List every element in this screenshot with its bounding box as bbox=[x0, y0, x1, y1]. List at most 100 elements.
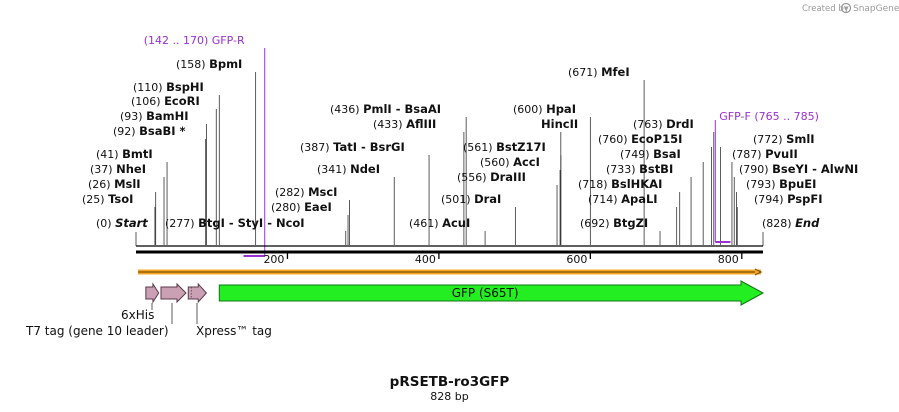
enzyme-label: (106) EcoRI bbox=[131, 94, 200, 108]
enzyme-name: BseYI - AlwNI bbox=[772, 162, 858, 176]
enzyme-site-pmli-bsaai[interactable]: (436) PmlI - BsaAI bbox=[330, 102, 467, 245]
enzyme-position: (692) bbox=[580, 217, 613, 230]
primer-name: GFP-F bbox=[719, 110, 754, 123]
enzyme-site-apali[interactable]: (714) ApaLI bbox=[588, 192, 678, 245]
enzyme-site-bslhkai[interactable]: (718) BslHKAI bbox=[578, 177, 681, 245]
enzyme-site-bsabi[interactable]: (92) BsaBI * bbox=[113, 124, 207, 245]
enzyme-site-msci[interactable]: (282) MscI bbox=[275, 185, 350, 245]
enzyme-name: BsaI bbox=[653, 147, 681, 161]
enzyme-label: (25) TsoI bbox=[82, 192, 133, 206]
enzyme-site-tsoi[interactable]: (25) TsoI bbox=[82, 192, 156, 245]
enzyme-site-pspfi[interactable]: (794) PspFI bbox=[736, 192, 823, 245]
enzyme-site-btgi-styi-ncoi[interactable]: (277) BtgI - StyI - NcoI bbox=[165, 216, 347, 245]
primer-gfp-r[interactable]: (142 .. 170) GFP-R bbox=[144, 34, 266, 257]
primer-gfp-f[interactable]: GFP-F (765 .. 785) bbox=[714, 110, 819, 243]
enzyme-position: (277) bbox=[165, 217, 198, 230]
feature-arrow-icon bbox=[160, 282, 187, 304]
enzyme-site-bstbi[interactable]: (733) BstBI bbox=[606, 162, 692, 245]
enzyme-position: (671) bbox=[568, 66, 601, 79]
enzyme-label: (0) Start bbox=[96, 216, 148, 230]
enzyme-site-bamhi[interactable]: (93) BamHI bbox=[120, 109, 207, 245]
enzyme-site-ndei[interactable]: (341) NdeI bbox=[317, 162, 395, 245]
enzyme-site-ecori[interactable]: (106) EcoRI bbox=[131, 94, 217, 245]
enzyme-label: (794) PspFI bbox=[754, 192, 823, 206]
enzyme-site-acci[interactable]: (560) AccI bbox=[480, 155, 561, 245]
enzyme-name: TsoI bbox=[108, 192, 133, 206]
enzyme-position: (436) bbox=[330, 103, 363, 116]
enzyme-label: (793) BpuEI bbox=[746, 177, 816, 191]
enzyme-name: AcuI bbox=[442, 216, 470, 230]
enzyme-label: (433) AflIII bbox=[373, 117, 436, 131]
enzyme-name: PmlI - BsaAI bbox=[363, 102, 441, 116]
enzyme-site-tati-bsrgi[interactable]: (387) TatI - BsrGI bbox=[300, 140, 430, 245]
enzyme-site-mfei[interactable]: (671) MfeI bbox=[568, 65, 645, 245]
feature-t7-tag-gene-10-leader[interactable]: T7 tag (gene 10 leader) bbox=[25, 282, 187, 338]
enzyme-site-smli[interactable]: (772) SmlI bbox=[720, 132, 815, 245]
enzyme-name: HpaI bbox=[546, 102, 576, 116]
enzyme-site-msli[interactable]: (26) MslI bbox=[88, 177, 157, 245]
enzyme-site-bmti[interactable]: (41) BmtI bbox=[96, 147, 168, 245]
enzyme-label: (110) BspHI bbox=[133, 80, 204, 94]
enzyme-site-end[interactable]: (828) End bbox=[762, 216, 820, 246]
enzyme-label: (714) ApaLI bbox=[588, 192, 658, 206]
primer-range: (765 .. 785) bbox=[754, 110, 819, 123]
map-title: pRSETB-ro3GFP bbox=[390, 374, 510, 390]
enzyme-site-nhei[interactable]: (37) NheI bbox=[90, 162, 165, 245]
enzyme-position: (282) bbox=[275, 186, 308, 199]
enzyme-site-bsai[interactable]: (749) BsaI bbox=[620, 147, 704, 245]
primer-label: (142 .. 170) GFP-R bbox=[144, 34, 245, 47]
enzyme-site-acui[interactable]: (461) AcuI bbox=[409, 216, 486, 245]
enzyme-site-ecop15i[interactable]: (760) EcoP15I bbox=[598, 132, 712, 245]
enzyme-site-hincii[interactable]: HincII bbox=[541, 117, 578, 245]
snapgene-logo-icon bbox=[840, 2, 852, 14]
enzyme-name: BstZ17I bbox=[496, 140, 546, 154]
enzyme-label: (277) BtgI - StyI - NcoI bbox=[165, 216, 305, 230]
enzyme-site-afliii[interactable]: (433) AflIII bbox=[373, 117, 465, 245]
feature-6xhis[interactable]: 6xHis bbox=[121, 282, 160, 322]
enzyme-position: (790) bbox=[739, 163, 772, 176]
enzyme-site-bseyi-alwni[interactable]: (790) BseYI - AlwNI bbox=[733, 162, 858, 245]
enzyme-label: (561) BstZ17I bbox=[463, 140, 546, 154]
enzyme-label: (556) DraIII bbox=[457, 170, 526, 184]
enzyme-position: (433) bbox=[373, 118, 406, 131]
enzyme-site-hpai[interactable]: (600) HpaI bbox=[513, 102, 591, 245]
enzyme-label: (282) MscI bbox=[275, 185, 337, 199]
enzyme-site-pvuii[interactable]: (787) PvuII bbox=[731, 147, 798, 245]
enzyme-site-bpuei[interactable]: (793) BpuEI bbox=[736, 177, 816, 245]
enzyme-position: (733) bbox=[606, 163, 639, 176]
enzyme-site-drai[interactable]: (501) DraI bbox=[441, 192, 516, 245]
enzyme-label: (760) EcoP15I bbox=[598, 132, 682, 146]
enzyme-position: (787) bbox=[732, 148, 765, 161]
enzyme-label: (93) BamHI bbox=[120, 109, 189, 123]
enzyme-position: (106) bbox=[131, 95, 164, 108]
enzyme-label: (26) MslI bbox=[88, 177, 141, 191]
enzyme-site-drdi[interactable]: (763) DrdI bbox=[633, 117, 715, 245]
enzyme-position: (714) bbox=[588, 193, 621, 206]
enzyme-label: (461) AcuI bbox=[409, 216, 470, 230]
feature-label: Xpress™ tag bbox=[196, 324, 272, 338]
feature-arrow-icon bbox=[187, 282, 208, 304]
enzyme-site-btgzi[interactable]: (692) BtgZI bbox=[580, 216, 661, 245]
enzyme-site-draiii[interactable]: (556) DraIII bbox=[457, 170, 558, 245]
enzyme-site-bpmi[interactable]: (158) BpmI bbox=[176, 57, 257, 245]
feature-xpress-tag[interactable]: Xpress™ tag bbox=[187, 282, 272, 338]
enzyme-site-bsphi[interactable]: (110) BspHI bbox=[133, 80, 220, 245]
enzyme-position: (793) bbox=[746, 178, 779, 191]
enzyme-site-start[interactable]: (0) Start bbox=[96, 216, 148, 246]
enzyme-position: (828) bbox=[762, 217, 795, 230]
credit-label: Created by bbox=[802, 4, 849, 14]
enzyme-position: (280) bbox=[271, 201, 304, 214]
enzyme-name: BtgZI bbox=[613, 216, 648, 230]
feature-gfp-s65t[interactable]: GFP (S65T) bbox=[218, 280, 765, 306]
enzyme-name: BspHI bbox=[166, 80, 204, 94]
primer-range: (142 .. 170) bbox=[144, 34, 212, 47]
enzyme-label: (341) NdeI bbox=[317, 162, 380, 176]
enzyme-label: (763) DrdI bbox=[633, 117, 694, 131]
enzyme-position: (37) bbox=[90, 163, 116, 176]
map-length: 828 bp bbox=[430, 390, 468, 403]
enzyme-position: (501) bbox=[441, 193, 474, 206]
enzyme-label: (600) HpaI bbox=[513, 102, 576, 116]
enzyme-site-eaei[interactable]: (280) EaeI bbox=[271, 200, 349, 245]
